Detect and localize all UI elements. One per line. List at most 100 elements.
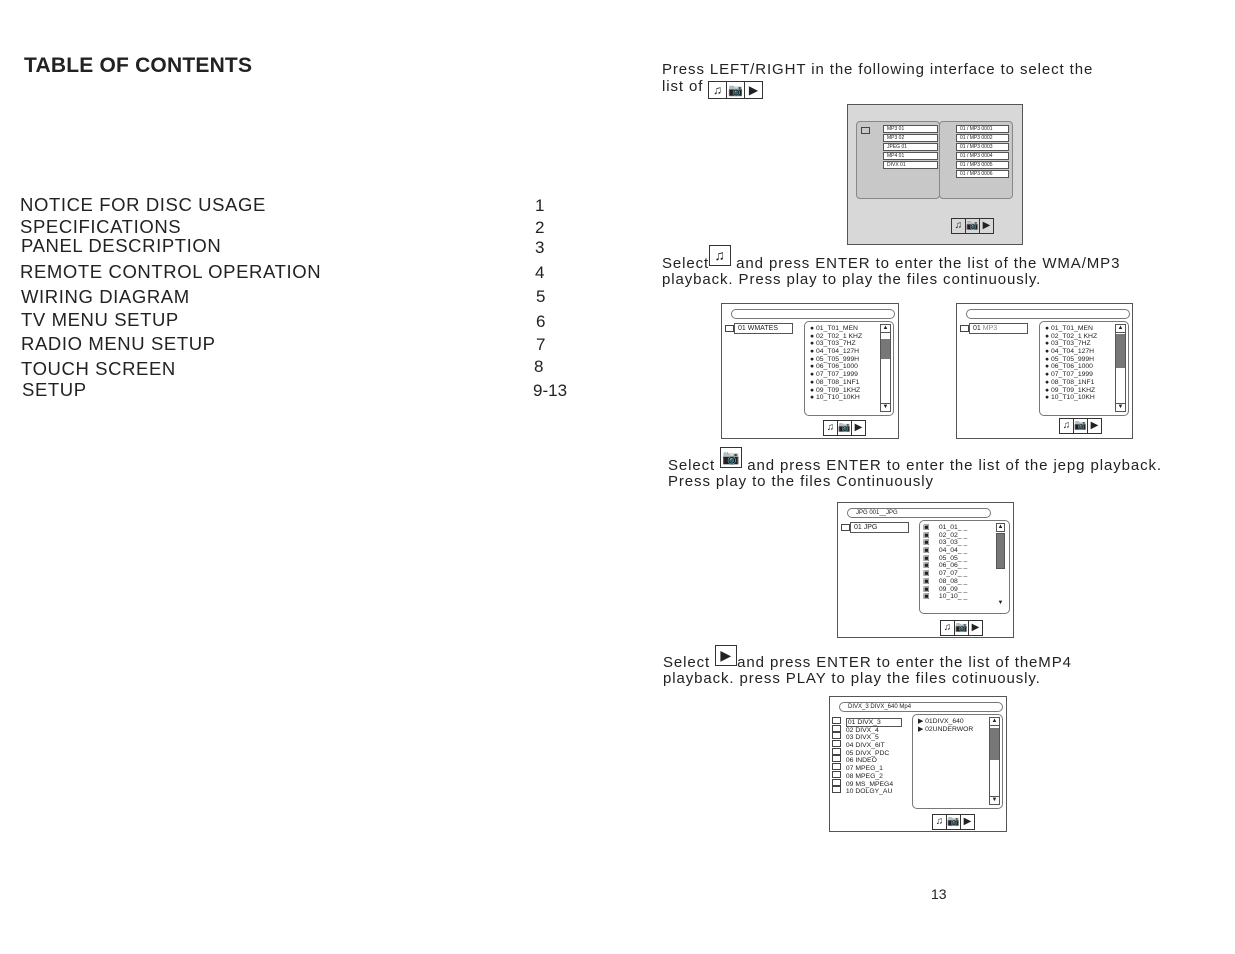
- image-name: 05_05_ _: [938, 554, 968, 562]
- folder-item[interactable]: 06 INDEO: [832, 755, 902, 764]
- instruction-text-part: list of: [662, 78, 704, 95]
- image-item[interactable]: ▣ 10_10_ _: [923, 593, 967, 601]
- track-item[interactable]: ● 04_T04_127H: [1045, 348, 1095, 356]
- folder-item[interactable]: 05 DIVX_PDC: [832, 747, 902, 757]
- media-selector-icons: ♫ 📷 ▶: [951, 218, 994, 234]
- scroll-thumb[interactable]: [990, 728, 999, 760]
- photo-icon[interactable]: 📷: [947, 815, 961, 829]
- folder-item[interactable]: 08 MPEG_2: [832, 770, 902, 780]
- track-item[interactable]: ● 08_T08_1NF1: [1045, 378, 1095, 386]
- folder-item[interactable]: 01 MP3: [969, 323, 1028, 334]
- file-item[interactable]: 01 / MP3 0002: [956, 134, 1009, 142]
- photo-icon: ▣: [923, 585, 930, 593]
- folder-item[interactable]: 01 WMATES: [734, 323, 793, 334]
- play-icon[interactable]: ▶: [963, 816, 972, 827]
- track-item[interactable]: ● 10_T10_10KH: [1045, 394, 1095, 402]
- track-item[interactable]: ● 08_T08_1NF1: [810, 378, 860, 386]
- scroll-up-icon[interactable]: ▲: [1116, 325, 1125, 333]
- folder-item[interactable]: 10 DOLGY_AU: [832, 786, 902, 795]
- track-item[interactable]: ● 02_T02_1 KHZ: [810, 332, 863, 340]
- scrollbar[interactable]: ▲ ▼: [880, 324, 891, 412]
- file-item[interactable]: ▶ 02UNDERWOR: [918, 725, 974, 733]
- image-item[interactable]: ▣ 02_02_ _: [923, 532, 967, 540]
- folder-item[interactable]: JPEG 01: [883, 143, 938, 151]
- scroll-down-icon[interactable]: ▼: [990, 796, 999, 803]
- folder-item[interactable]: MP3 01: [883, 125, 938, 133]
- track-item[interactable]: ● 03_T03_7HZ: [1045, 340, 1091, 348]
- play-icon[interactable]: ▶: [1090, 420, 1099, 431]
- image-name: 08_08_ _: [938, 577, 968, 585]
- track-item[interactable]: ● 04_T04_127H: [810, 348, 860, 356]
- toc-item-page: 2: [535, 218, 545, 237]
- track-item[interactable]: ● 09_T09_1KHZ: [1045, 386, 1096, 394]
- track-item[interactable]: ● 05_T05_999H: [1045, 355, 1095, 363]
- scroll-down-icon[interactable]: ▼: [881, 403, 890, 410]
- photo-icon[interactable]: 📷: [955, 621, 969, 635]
- folder-item[interactable]: 01 DIVX_3: [832, 717, 902, 727]
- track-item[interactable]: ● 02_T02_1 KHZ: [1045, 332, 1098, 340]
- scroll-down-icon[interactable]: ▼: [1116, 403, 1125, 410]
- scrollbar[interactable]: ▲ ▼: [989, 717, 1000, 805]
- photo-icon: ▣: [923, 547, 930, 555]
- scroll-up-icon[interactable]: ▲: [996, 523, 1005, 532]
- play-icon[interactable]: ▶: [854, 422, 863, 433]
- play-icon[interactable]: ▶: [982, 220, 991, 231]
- image-item[interactable]: ▣ 03_03_ _: [923, 539, 967, 547]
- toc-title: TABLE OF CONTENTS: [24, 54, 253, 77]
- file-item[interactable]: 01 / MP3 0004: [956, 152, 1009, 160]
- music-icon[interactable]: ♫: [952, 219, 966, 233]
- image-item[interactable]: ▣ 07_07_ _: [923, 570, 967, 578]
- file-item[interactable]: ▶ 01DIVX_640: [918, 718, 964, 725]
- music-icon[interactable]: ♫: [941, 621, 955, 635]
- track-item[interactable]: ● 09_T09_1KHZ: [810, 386, 861, 394]
- folder-item[interactable]: 01 JPG: [850, 522, 909, 533]
- file-item[interactable]: 01 / MP3 0006: [956, 170, 1009, 178]
- music-icon[interactable]: ♫: [824, 421, 838, 435]
- image-item[interactable]: ▣ 08_08_ _: [923, 578, 967, 586]
- track-item[interactable]: ● 07_T07_1999: [810, 371, 858, 379]
- file-item[interactable]: 01 / MP3 0003: [956, 143, 1009, 151]
- track-item[interactable]: ● 01_T01_MEN: [1045, 325, 1093, 332]
- image-item[interactable]: ▣ 06_06_ _: [923, 562, 967, 570]
- folder-list: MP3 01 MP3 02 JPEG 01 MP4 01 DIVX 01: [883, 125, 938, 170]
- track-item[interactable]: ● 01_T01_MEN: [810, 325, 858, 332]
- track-item[interactable]: ● 05_T05_999H: [810, 355, 860, 363]
- folder-item[interactable]: 02 DIVX_4: [832, 724, 902, 734]
- scroll-thumb[interactable]: [881, 339, 890, 359]
- music-icon[interactable]: ♫: [1060, 419, 1074, 433]
- scroll-down-icon[interactable]: ▼: [997, 600, 1004, 606]
- scroll-thumb[interactable]: [1116, 334, 1125, 368]
- scrollbar[interactable]: ▲ ▼: [1115, 324, 1126, 412]
- track-item[interactable]: ● 10_T10_10KH: [810, 394, 860, 402]
- scroll-thumb[interactable]: [996, 533, 1005, 569]
- track-item[interactable]: ● 07_T07_1999: [1045, 371, 1093, 379]
- image-item[interactable]: ▣ 04_04_ _: [923, 547, 967, 555]
- scroll-up-icon[interactable]: ▲: [990, 718, 999, 726]
- folder-item[interactable]: 04 DIVX_6IT: [832, 740, 902, 749]
- music-icon[interactable]: ♫: [933, 815, 947, 829]
- instruction-text-part: Select: [668, 457, 716, 474]
- track-item[interactable]: ● 03_T03_7HZ: [810, 340, 856, 348]
- folder-item[interactable]: MP3 02: [883, 134, 938, 142]
- file-item[interactable]: 01 / MP3 0005: [956, 161, 1009, 169]
- photo-icon[interactable]: 📷: [838, 421, 852, 435]
- play-icon[interactable]: ▶: [971, 622, 980, 633]
- track-item[interactable]: ● 06_T06_1000: [1045, 363, 1093, 371]
- file-item[interactable]: 01 / MP3 0001: [956, 125, 1009, 133]
- track-name: 10_T10_10KH: [816, 394, 860, 402]
- folder-item[interactable]: 03 DIVX_5: [832, 732, 902, 741]
- photo-icon[interactable]: 📷: [1074, 419, 1088, 433]
- photo-icon[interactable]: 📷: [966, 219, 980, 233]
- instruction-text: Select ▶and press ENTER to enter the lis…: [663, 645, 1072, 671]
- folder-item[interactable]: MP4 01: [883, 152, 938, 160]
- scrollbar[interactable]: ▲ ▼: [996, 523, 1005, 607]
- image-item[interactable]: ▣ 09_09_ _: [923, 586, 967, 594]
- scroll-up-icon[interactable]: ▲: [881, 325, 890, 333]
- track-name: 09_T09_1KHZ: [816, 386, 861, 394]
- folder-item[interactable]: 07 MPEG_1: [832, 763, 902, 772]
- track-item[interactable]: ● 06_T06_1000: [810, 363, 858, 371]
- folder-item[interactable]: 09 MS_MPEG4: [832, 778, 902, 788]
- image-item[interactable]: ▣ 01_01_ _: [923, 524, 967, 532]
- image-item[interactable]: ▣ 05_05_ _: [923, 555, 967, 563]
- folder-item[interactable]: DIVX 01: [883, 161, 938, 169]
